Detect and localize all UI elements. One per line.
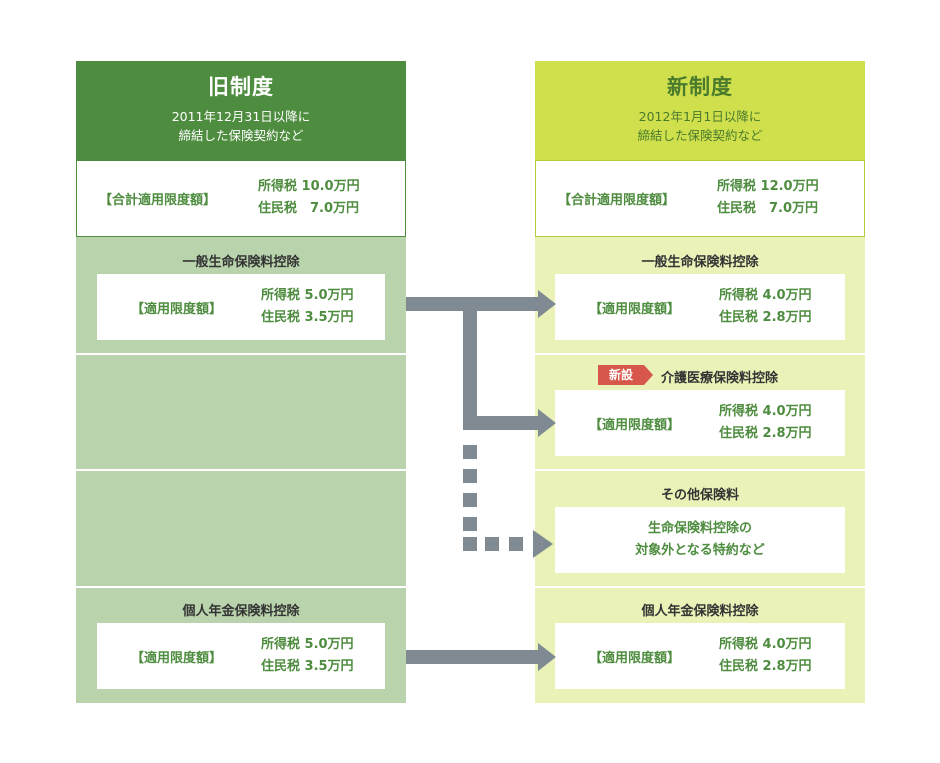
new-general-card: 【適用限度額】 所得税 4.0万円 住民税 2.8万円 <box>555 274 845 340</box>
new-total-limit-box: 【合計適用限度額】 所得税 12.0万円 住民税 7.0万円 <box>535 160 865 237</box>
old-pension-label: 【適用限度額】 <box>131 651 223 666</box>
old-general-label: 【適用限度額】 <box>131 302 223 317</box>
arrow-pension-to-pension <box>406 643 556 671</box>
new-other-text: 生命保険料控除の 対象外となる特約など <box>555 518 845 562</box>
new-pension-band: 個人年金保険料控除 【適用限度額】 所得税 4.0万円 住民税 2.8万円 <box>535 588 865 703</box>
old-system-header: 旧制度 2011年12月31日以降に 締結した保険契約など <box>76 61 406 160</box>
old-general-values: 所得税 5.0万円 住民税 3.5万円 <box>261 285 354 329</box>
new-other-line2: 対象外となる特約など <box>635 543 765 558</box>
old-system-subtitle: 2011年12月31日以降に 締結した保険契約など <box>76 107 406 145</box>
old-empty-band-1 <box>76 355 406 469</box>
new-badge: 新設 <box>598 365 644 385</box>
old-general-income: 所得税 5.0万円 <box>261 288 354 303</box>
old-system-title: 旧制度 <box>208 75 274 99</box>
new-care-resident: 住民税 2.8万円 <box>719 426 812 441</box>
new-total-label: 【合計適用限度額】 <box>558 193 676 208</box>
old-general-resident: 住民税 3.5万円 <box>261 310 354 325</box>
new-care-values: 所得税 4.0万円 住民税 2.8万円 <box>719 401 812 445</box>
new-care-band: 新設 介護医療保険料控除 【適用限度額】 所得税 4.0万円 住民税 2.8万円 <box>535 355 865 469</box>
new-general-label: 【適用限度額】 <box>589 302 681 317</box>
old-pension-income: 所得税 5.0万円 <box>261 637 354 652</box>
new-other-title: その他保険料 <box>660 488 739 503</box>
new-system-subtitle: 2012年1月1日以降に 締結した保険契約など <box>535 107 865 145</box>
old-total-limit-box: 【合計適用限度額】 所得税 10.0万円 住民税 7.0万円 <box>76 160 406 237</box>
new-separator <box>535 586 865 588</box>
old-pension-values: 所得税 5.0万円 住民税 3.5万円 <box>261 634 354 678</box>
new-pension-label: 【適用限度額】 <box>589 651 681 666</box>
new-separator <box>535 353 865 355</box>
new-total-resident: 住民税 7.0万円 <box>717 201 819 216</box>
new-total-income: 所得税 12.0万円 <box>717 179 819 194</box>
new-general-values: 所得税 4.0万円 住民税 2.8万円 <box>719 285 812 329</box>
old-pension-band: 個人年金保険料控除 【適用限度額】 所得税 5.0万円 住民税 3.5万円 <box>76 588 406 703</box>
new-general-resident: 住民税 2.8万円 <box>719 310 812 325</box>
badge-arrow-icon <box>644 365 653 385</box>
old-system-subtitle-line1: 2011年12月31日以降に <box>171 109 311 124</box>
old-total-label: 【合計適用限度額】 <box>99 193 217 208</box>
old-total-income: 所得税 10.0万円 <box>258 179 360 194</box>
old-separator <box>76 586 406 588</box>
new-system-title: 新制度 <box>667 75 733 99</box>
old-total-resident: 住民税 7.0万円 <box>258 201 360 216</box>
arrow-dashed-to-other <box>463 445 553 558</box>
old-general-card: 【適用限度額】 所得税 5.0万円 住民税 3.5万円 <box>97 274 385 340</box>
new-total-values: 所得税 12.0万円 住民税 7.0万円 <box>717 176 819 220</box>
new-separator <box>535 469 865 471</box>
old-separator <box>76 469 406 471</box>
old-general-title: 一般生命保険料控除 <box>182 255 300 270</box>
arrow-general-to-care <box>463 304 556 437</box>
old-total-values: 所得税 10.0万円 住民税 7.0万円 <box>258 176 360 220</box>
old-empty-band-2 <box>76 471 406 586</box>
new-general-title: 一般生命保険料控除 <box>641 255 759 270</box>
new-system-subtitle-line2: 締結した保険契約など <box>637 128 763 143</box>
new-care-title: 介護医療保険料控除 <box>661 371 779 386</box>
old-pension-title: 個人年金保険料控除 <box>182 604 300 619</box>
new-care-card: 【適用限度額】 所得税 4.0万円 住民税 2.8万円 <box>555 390 845 456</box>
new-care-label: 【適用限度額】 <box>589 418 681 433</box>
new-pension-title: 個人年金保険料控除 <box>641 604 759 619</box>
arrow-general-to-general <box>406 290 556 318</box>
new-pension-values: 所得税 4.0万円 住民税 2.8万円 <box>719 634 812 678</box>
new-other-band: その他保険料 生命保険料控除の 対象外となる特約など <box>535 471 865 586</box>
new-system-header: 新制度 2012年1月1日以降に 締結した保険契約など <box>535 61 865 160</box>
old-pension-card: 【適用限度額】 所得税 5.0万円 住民税 3.5万円 <box>97 623 385 689</box>
new-care-income: 所得税 4.0万円 <box>719 404 812 419</box>
new-pension-resident: 住民税 2.8万円 <box>719 659 812 674</box>
new-other-line1: 生命保険料控除の <box>647 521 752 536</box>
new-general-band: 一般生命保険料控除 【適用限度額】 所得税 4.0万円 住民税 2.8万円 <box>535 237 865 353</box>
new-other-card: 生命保険料控除の 対象外となる特約など <box>555 507 845 573</box>
old-pension-resident: 住民税 3.5万円 <box>261 659 354 674</box>
new-pension-income: 所得税 4.0万円 <box>719 637 812 652</box>
old-general-band: 一般生命保険料控除 【適用限度額】 所得税 5.0万円 住民税 3.5万円 <box>76 237 406 353</box>
old-system-subtitle-line2: 締結した保険契約など <box>178 128 304 143</box>
new-general-income: 所得税 4.0万円 <box>719 288 812 303</box>
new-pension-card: 【適用限度額】 所得税 4.0万円 住民税 2.8万円 <box>555 623 845 689</box>
new-system-subtitle-line1: 2012年1月1日以降に <box>638 109 762 124</box>
old-separator <box>76 353 406 355</box>
